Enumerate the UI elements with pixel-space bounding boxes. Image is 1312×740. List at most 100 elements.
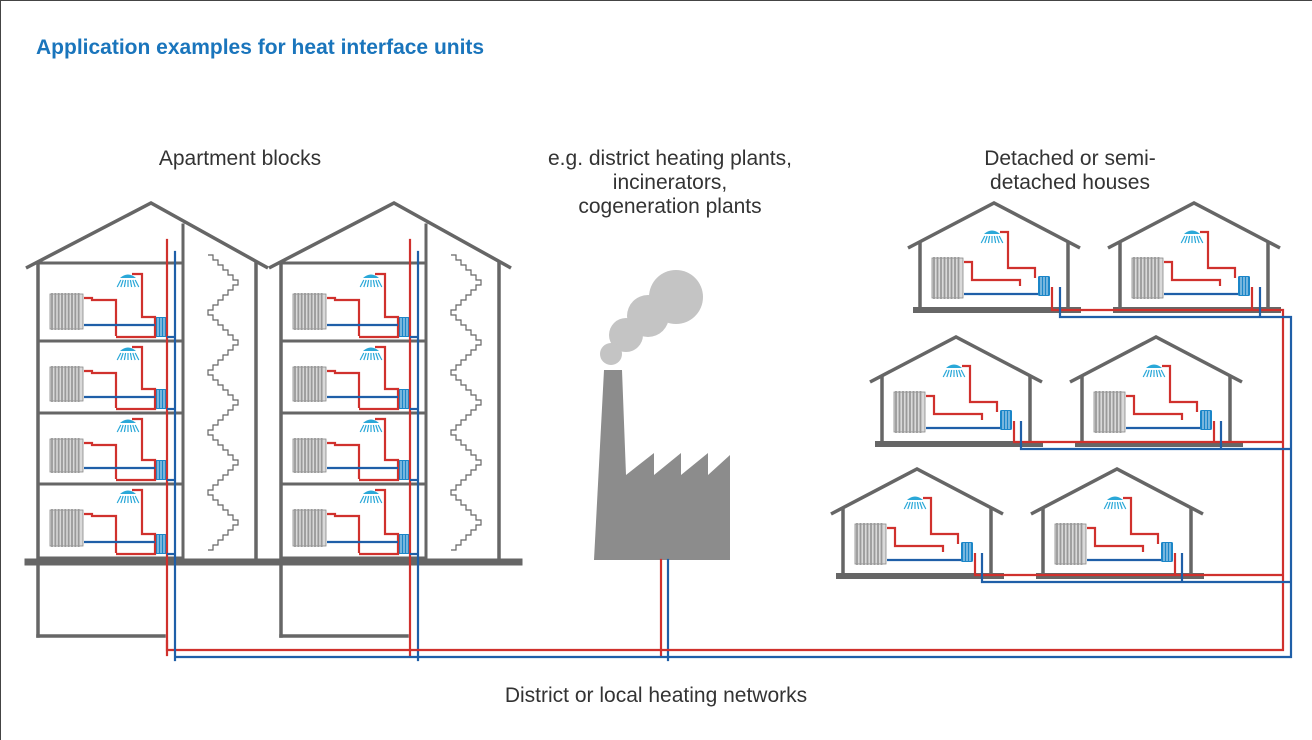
diagram-title: Application examples for heat interface … — [36, 36, 485, 59]
shower-icon — [980, 230, 1004, 244]
shower-spray — [363, 424, 367, 433]
shower-spray — [129, 352, 133, 361]
shower-spray — [910, 501, 914, 510]
shower-spray — [116, 424, 122, 433]
shower-icon — [359, 274, 383, 288]
supply-pipe — [327, 369, 361, 408]
network-return — [980, 553, 1291, 584]
heating-plants-label-line-3: cogeneration plants — [578, 195, 762, 218]
apartment-block — [24, 201, 280, 638]
shower-spray — [984, 235, 988, 244]
supply-pipe — [359, 417, 400, 482]
shower-spray — [1119, 501, 1123, 510]
shower-spray — [1198, 235, 1204, 244]
apartment-blocks-label: Apartment blocks — [120, 147, 360, 171]
heating-plants-label: e.g. district heating plants, incinerato… — [500, 147, 840, 219]
shower-icon — [1180, 230, 1204, 244]
radiator-icon — [1093, 391, 1126, 433]
shower-head — [363, 347, 379, 351]
shower-icon — [359, 490, 383, 504]
shower-spray — [372, 424, 376, 433]
supply-pipe — [116, 272, 157, 339]
house-roof — [907, 201, 1081, 250]
heat-interface-unit-icon — [398, 389, 410, 409]
heating-plant — [594, 270, 730, 560]
supply-pipe — [84, 296, 118, 336]
house-roof — [1030, 467, 1204, 516]
supply-pipe — [359, 345, 400, 411]
shower-spray — [1180, 235, 1186, 244]
shower-spray — [123, 279, 127, 288]
factory-icon — [594, 370, 730, 560]
supply-pipe — [116, 345, 157, 411]
radiator-icon — [292, 293, 327, 330]
supply-pipe — [327, 512, 361, 553]
houses-label-line-2: detached houses — [990, 171, 1150, 194]
supply-pipe — [1123, 496, 1160, 544]
shower-spray — [134, 352, 140, 361]
shower-head — [120, 274, 136, 278]
shower-spray — [1160, 369, 1166, 378]
shower-icon — [359, 419, 383, 433]
supply-pipe — [84, 441, 118, 479]
heat-interface-unit-icon — [1238, 276, 1250, 296]
network-supply — [973, 553, 1283, 577]
shower-spray — [1146, 369, 1150, 378]
shower-icon — [942, 364, 966, 378]
shower-spray — [372, 352, 376, 361]
house — [1069, 335, 1243, 447]
shower-spray — [134, 424, 140, 433]
shower-spray — [980, 235, 986, 244]
shower-head — [1146, 364, 1162, 368]
shower-spray — [1142, 369, 1148, 378]
heat-interface-unit-icon — [155, 317, 167, 337]
shower-spray — [116, 279, 122, 288]
shower-spray — [132, 352, 136, 361]
shower-spray — [998, 235, 1004, 244]
supply-pipe — [1126, 394, 1184, 420]
shower-spray — [116, 352, 122, 361]
shower-spray — [120, 352, 124, 361]
shower-spray — [949, 369, 953, 378]
shower-spray — [134, 279, 140, 288]
house — [869, 335, 1043, 447]
supply-pipe — [1162, 364, 1199, 412]
heat-interface-unit-icon — [155, 534, 167, 554]
supply-pipe — [923, 496, 960, 544]
buildings — [24, 201, 1281, 638]
shower-head — [984, 230, 1000, 234]
shower-spray — [377, 352, 383, 361]
shower-spray — [116, 495, 122, 504]
radiator-icon — [49, 438, 84, 473]
supply-pipe — [84, 369, 118, 408]
smoke-icon — [600, 343, 622, 365]
heating-plants-label-line-1: e.g. district heating plants, — [548, 147, 792, 170]
shower-icon — [116, 274, 140, 288]
house-roof — [1107, 201, 1281, 250]
shower-spray — [955, 369, 959, 378]
heat-interface-unit-icon — [1038, 276, 1050, 296]
shower-spray — [372, 279, 376, 288]
shower-spray — [366, 424, 370, 433]
heat-interface-unit-icon — [155, 460, 167, 480]
shower-spray — [132, 279, 136, 288]
shower-spray — [129, 495, 133, 504]
heat-interface-unit-icon — [155, 389, 167, 409]
shower-spray — [1187, 235, 1191, 244]
shower-spray — [134, 495, 140, 504]
shower-spray — [375, 352, 379, 361]
shower-icon — [903, 496, 927, 510]
shower-spray — [359, 424, 365, 433]
shower-icon — [359, 347, 383, 361]
heat-interface-unit-icon — [1161, 542, 1173, 562]
shower-spray — [366, 352, 370, 361]
shower-spray — [1103, 501, 1109, 510]
shower-spray — [1155, 369, 1159, 378]
shower-spray — [960, 369, 966, 378]
supply-pipe — [327, 296, 361, 336]
radiator-icon — [49, 366, 84, 402]
shower-spray — [1107, 501, 1111, 510]
shower-head — [120, 347, 136, 351]
radiator-icon — [1054, 523, 1087, 565]
